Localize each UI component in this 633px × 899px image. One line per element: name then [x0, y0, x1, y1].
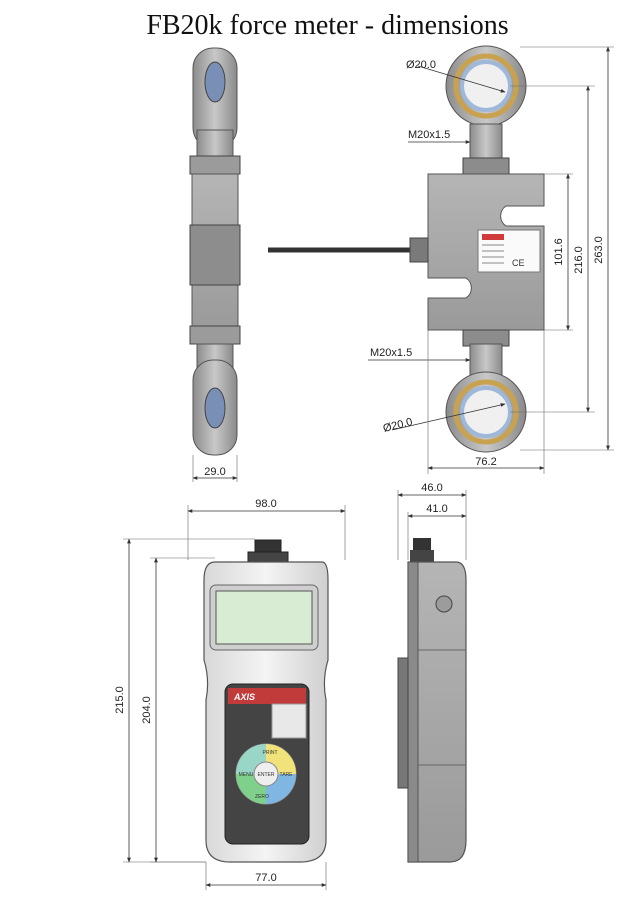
- dim-thread-bottom: M20x1.5: [370, 347, 412, 359]
- dim-side-depth-total: 46.0: [421, 482, 442, 494]
- dim-body-height-indicator: 204.0: [141, 696, 153, 724]
- dim-side-width: 29.0: [204, 466, 225, 478]
- indicator-front-dimensions: 98.0 215.0 204.0 77.0: [114, 498, 346, 890]
- brand-logo: AXIS: [233, 692, 255, 702]
- page-title: FB20k force meter - dimensions: [146, 10, 509, 41]
- key-menu-label: MENU: [239, 772, 254, 778]
- sensor-front-view: CE: [409, 45, 545, 453]
- svg-text:CE: CE: [512, 258, 525, 268]
- dim-bottom-width: 77.0: [255, 872, 276, 884]
- indicator-side-view: [397, 538, 467, 863]
- key-enter[interactable]: [253, 761, 279, 787]
- dim-body-width: 76.2: [475, 456, 496, 468]
- dim-eye-dia-bottom: Ø20.0: [382, 416, 414, 435]
- sensor-side-view: [189, 47, 410, 456]
- indicator-front-view: AXIS ENTER PRINT TARE ZERO MENU: [203, 539, 329, 863]
- sensor-front-dimensions: Ø20.0 M20x1.5 101.6 216.0 263.0 M20x1.5 …: [368, 46, 614, 474]
- dim-mid-height: 216.0: [573, 246, 585, 274]
- key-print-label: PRINT: [263, 750, 278, 756]
- dim-front-width: 98.0: [255, 498, 276, 510]
- dim-body-height: 101.6: [553, 238, 565, 266]
- dim-total-height: 263.0: [593, 236, 605, 264]
- dim-eye-dia-top: Ø20.0: [406, 59, 436, 71]
- sensor-side-dimension: 29.0: [192, 455, 238, 482]
- dim-total-height-indicator: 215.0: [114, 686, 126, 714]
- indicator-side-dimensions: 46.0 41.0: [397, 482, 467, 560]
- dim-thread-top: M20x1.5: [408, 129, 450, 141]
- key-zero-label: ZERO: [255, 794, 269, 800]
- dim-side-depth-body: 41.0: [426, 503, 447, 515]
- key-tare-label: TARE: [280, 772, 294, 778]
- key-enter-label: ENTER: [258, 772, 275, 778]
